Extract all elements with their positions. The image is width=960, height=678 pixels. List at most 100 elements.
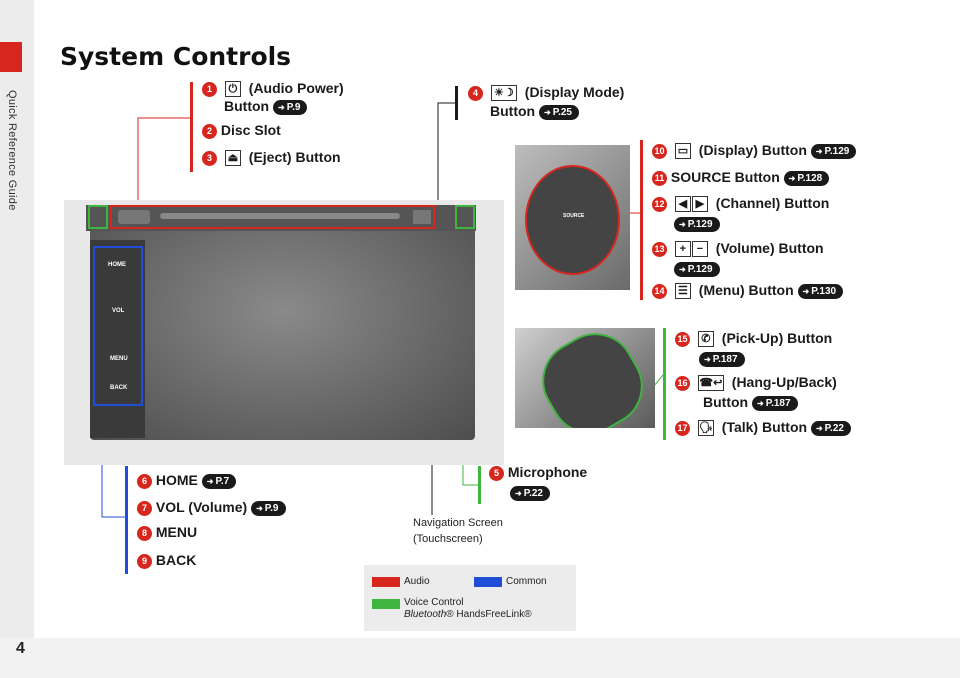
callout-text: (Menu) Button xyxy=(698,282,794,298)
callout-audio-power-2: Button P.9 xyxy=(224,96,308,116)
channel-right-icon: ▶ xyxy=(691,196,708,213)
callout-vol: 7 VOL (Volume) P.9 xyxy=(137,497,286,517)
callout-number: 8 xyxy=(137,525,152,541)
page-ref[interactable]: P.128 xyxy=(783,170,830,186)
callout-display-mode: 4 ☀☽ (Display Mode) xyxy=(468,82,624,102)
legend-common-label: Common xyxy=(506,576,547,587)
legend-voice-label: Voice Control xyxy=(404,597,464,608)
callout-number: 7 xyxy=(137,500,152,516)
callout-channel-button: 12 ◀▶ (Channel) Button xyxy=(652,193,829,213)
callout-pickup: 15 ✆ (Pick-Up) Button xyxy=(675,328,832,348)
display-mode-bar xyxy=(455,86,458,120)
callout-text: Button xyxy=(703,394,749,410)
page-ref[interactable]: P.187 xyxy=(751,395,798,411)
callout-text: Microphone xyxy=(507,464,588,480)
minus-icon: − xyxy=(691,241,708,258)
callout-text: (Channel) Button xyxy=(715,195,830,211)
back-button[interactable]: BACK xyxy=(110,385,128,391)
callout-home: 6 HOME P.7 xyxy=(137,470,237,490)
wheel-source-label: SOURCE xyxy=(563,213,585,219)
callout-text: Button xyxy=(224,98,270,114)
callout-text: SOURCE Button xyxy=(670,169,780,185)
vol-button[interactable]: VOL xyxy=(112,308,125,314)
channel-left-icon: ◀ xyxy=(674,196,691,213)
page-ref[interactable]: P.9 xyxy=(251,500,286,516)
page-ref[interactable]: P.130 xyxy=(797,283,844,299)
steering-wheel-voice-image xyxy=(515,328,655,428)
legend-voice-swatch xyxy=(372,599,400,609)
display-mode-icon: ☀☽ xyxy=(490,85,517,102)
callout-text: (Pick-Up) Button xyxy=(721,330,833,346)
nav-screen-label: Navigation Screen (Touchscreen) xyxy=(413,515,503,547)
audio-bar-2 xyxy=(640,140,643,300)
legend-handsfree: ® HandsFreeLink® xyxy=(446,609,532,620)
sidebar: Quick Reference Guide xyxy=(0,0,34,678)
legend-voice-sublabel: Bluetooth® HandsFreeLink® xyxy=(404,609,532,620)
callout-microphone-ref: P.22 xyxy=(510,482,550,502)
page-number: 4 xyxy=(16,640,25,657)
callout-hangup: 16 ☎↩ (Hang-Up/Back) xyxy=(675,372,837,392)
callout-number: 14 xyxy=(652,283,667,299)
callout-text: MENU xyxy=(155,524,198,540)
callout-text: HOME xyxy=(155,472,198,488)
callout-number: 16 xyxy=(675,375,690,391)
callout-audio-power: 1 ⏻ (Audio Power) xyxy=(202,78,344,98)
callout-number: 13 xyxy=(652,241,667,257)
power-button[interactable] xyxy=(118,210,150,224)
callout-number: 10 xyxy=(652,143,667,159)
callout-eject: 3 ⏏ (Eject) Button xyxy=(202,147,341,167)
callout-text: (Eject) Button xyxy=(248,149,341,165)
page-ref[interactable]: P.9 xyxy=(272,99,308,115)
menu-icon: ☰ xyxy=(674,283,691,300)
callout-number: 5 xyxy=(489,465,504,481)
menu-button[interactable]: MENU xyxy=(110,356,128,362)
callout-number: 11 xyxy=(652,170,667,186)
callout-text: (Talk) Button xyxy=(721,419,808,435)
callout-number: 15 xyxy=(675,331,690,347)
page-ref[interactable]: P.129 xyxy=(674,261,720,277)
footer xyxy=(0,638,960,678)
nav-screen-line2: (Touchscreen) xyxy=(413,533,483,545)
page-ref[interactable]: P.22 xyxy=(510,485,550,501)
voice-bar xyxy=(663,328,666,440)
legend-audio-label: Audio xyxy=(404,576,430,587)
callout-channel-ref: P.129 xyxy=(674,213,720,233)
page-ref[interactable]: P.7 xyxy=(201,473,237,489)
page-ref[interactable]: P.129 xyxy=(674,216,720,232)
callout-volume-ref: P.129 xyxy=(674,258,720,278)
common-bar xyxy=(125,466,128,574)
callout-microphone: 5 Microphone xyxy=(489,462,587,482)
callout-text: Button xyxy=(490,103,536,119)
callout-hangup-2: Button P.187 xyxy=(703,392,798,412)
callout-number: 2 xyxy=(202,123,217,139)
callout-text: VOL (Volume) xyxy=(155,499,248,515)
callout-number: 3 xyxy=(202,150,217,166)
callout-disc-slot: 2 Disc Slot xyxy=(202,120,281,140)
home-button[interactable]: HOME xyxy=(108,262,126,268)
callout-back: 9 BACK xyxy=(137,550,196,570)
microphone-right xyxy=(455,205,475,229)
page-ref[interactable]: P.25 xyxy=(538,104,579,120)
callout-display-mode-2: Button P.25 xyxy=(490,101,579,121)
navigation-screen xyxy=(90,225,475,440)
audio-bar xyxy=(190,82,193,172)
page-ref[interactable]: P.22 xyxy=(810,420,851,436)
eject-button[interactable] xyxy=(413,210,431,224)
microphone-left xyxy=(88,205,108,229)
nav-screen-line1: Navigation Screen xyxy=(413,517,503,529)
section-tab xyxy=(0,42,22,72)
steering-wheel-audio-image: SOURCE xyxy=(515,145,630,290)
callout-volume-button: 13 +− (Volume) Button xyxy=(652,238,824,258)
page-ref[interactable]: P.187 xyxy=(699,351,745,367)
plus-icon: + xyxy=(674,241,691,258)
callout-text: (Display) Button xyxy=(698,142,807,158)
hangup-icon: ☎↩ xyxy=(697,375,724,392)
callout-display-button: 10 ▭ (Display) Button P.129 xyxy=(652,140,857,160)
page-ref[interactable]: P.129 xyxy=(810,143,857,159)
callout-number: 17 xyxy=(675,420,690,436)
callout-text: (Hang-Up/Back) xyxy=(731,374,837,390)
callout-number: 4 xyxy=(468,85,483,101)
callout-source-button: 11 SOURCE Button P.128 xyxy=(652,167,830,187)
section-label: Quick Reference Guide xyxy=(6,90,18,211)
callout-number: 12 xyxy=(652,196,667,212)
